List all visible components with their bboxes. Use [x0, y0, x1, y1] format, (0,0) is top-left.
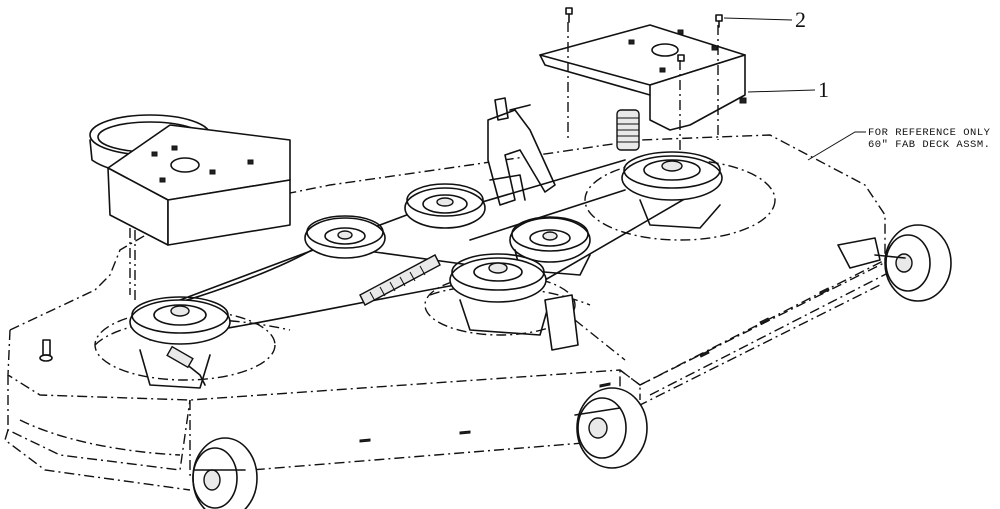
reference-note: FOR REFERENCE ONLY 60" FAB DECK ASSM. — [807, 127, 991, 161]
drive-belt — [139, 159, 701, 341]
idler-arm-bracket — [487, 97, 556, 206]
right-belt-cover — [539, 22, 747, 150]
left-belt-cover — [107, 124, 291, 300]
callout-number-1: 1 — [818, 77, 829, 102]
callout-2: 2 — [723, 7, 806, 32]
height-adjust-post — [39, 339, 53, 362]
anti-scalp-wheel-right — [837, 224, 952, 302]
cover-bolt — [565, 7, 723, 62]
callout-1: 1 — [747, 77, 829, 102]
anti-scalp-wheel-center — [574, 387, 648, 469]
idler-pulley-right — [509, 216, 591, 276]
reference-note-line2: 60" FAB DECK ASSM. — [868, 139, 990, 151]
anti-scalp-wheel-left — [192, 437, 258, 509]
callout-number-2: 2 — [795, 7, 806, 32]
tension-spring-upright — [616, 109, 640, 151]
reference-note-line1: FOR REFERENCE ONLY — [868, 127, 991, 139]
belt-tension-spring — [166, 254, 441, 386]
center-mount-bracket — [544, 294, 626, 361]
pulley-center-spindle — [424, 253, 576, 336]
pulley-left-spindle — [94, 296, 276, 389]
idler-pulley-left — [304, 215, 386, 259]
pulley-right-spindle — [584, 151, 776, 241]
pulley-center-rear — [404, 183, 486, 229]
